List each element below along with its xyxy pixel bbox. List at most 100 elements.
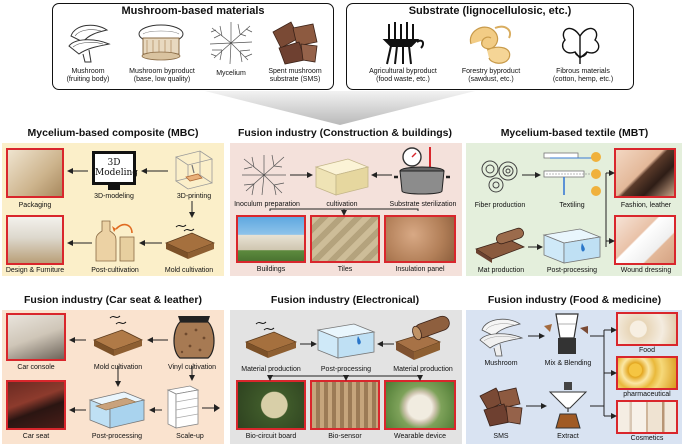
panel-construction: Inoculum preparation cultivation Substra…	[230, 143, 462, 276]
cultivation-block-icon	[314, 158, 370, 196]
material-block-log-icon	[394, 315, 450, 360]
extract-flask-icon	[548, 382, 588, 429]
agricultural-byproduct-icon	[382, 22, 425, 65]
bottle-icon	[95, 220, 135, 262]
label-scale-up: Scale-up	[176, 433, 204, 440]
mold-tray-icon	[164, 224, 216, 259]
label-mat-production: Mat production	[477, 267, 525, 274]
material-label-mycelium: Mycelium	[216, 70, 246, 77]
label-3d-modeling: 3D-modeling	[94, 193, 134, 200]
mushroom-materials-box: Mushroom-based materials Mushroom(fruiti…	[52, 3, 334, 90]
label-sms-food: SMS	[493, 433, 509, 440]
label-tiles: Tiles	[337, 266, 353, 273]
label-bio-circuit-board: Bio-circuit board	[245, 433, 297, 440]
material-label-byproduct: Mushroom byproduct(base, low quality)	[129, 68, 195, 83]
fashion-leather-photo	[614, 148, 676, 198]
panel-mbt: Fiber production Textiling Fashion, leat…	[466, 143, 682, 276]
sterilization-pot-icon	[394, 147, 450, 195]
blender-icon	[544, 313, 588, 354]
cosmetics-photo	[616, 400, 678, 434]
fiber-icon	[481, 160, 518, 193]
label-inoculum: Inoculum preparation	[234, 201, 300, 208]
buildings-photo	[236, 215, 306, 263]
material-production-icon	[244, 321, 298, 358]
label-cosmetics: Cosmetics	[630, 435, 664, 442]
mbc-flow-arrows	[67, 168, 195, 246]
label-food: Food	[639, 347, 655, 354]
label-3d-printing: 3D-printing	[176, 193, 212, 200]
mold-cultivation-icon	[92, 315, 144, 356]
panel-mbc: Packaging Design & Furniture 3D Modeling…	[2, 143, 224, 276]
monitor-stand	[108, 185, 120, 190]
label-post-cultivation: Post-cultivation	[91, 267, 139, 274]
convergence-arrow	[205, 91, 475, 125]
label-extract: Extract	[557, 433, 579, 440]
panel-electronics: Material production Post-processing Mate…	[230, 310, 462, 444]
car-seat-photo	[6, 380, 66, 430]
mushroom-materials-title: Mushroom-based materials	[121, 5, 265, 17]
panel-title-mbt: Mycelium-based textile (MBT)	[500, 127, 649, 139]
panel-food: Mushroom Mix & Blending SMS Extract Food…	[466, 310, 682, 444]
wearable-device-photo	[384, 380, 456, 430]
label-post-processing-mbt: Post-processing	[546, 267, 598, 274]
label-design-furniture: Design & Furniture	[5, 267, 65, 274]
bio-sensor-photo	[310, 380, 380, 430]
label-insulation-panel: Insulation panel	[395, 266, 445, 273]
cotton-plant-icon	[561, 27, 600, 64]
sms-pile-icon	[479, 387, 523, 427]
forestry-byproduct-icon	[469, 25, 511, 64]
substrate-label-fibrous: Fibrous materials(cotton, hemp, etc.)	[552, 68, 614, 83]
label-wound-dressing: Wound dressing	[620, 267, 672, 274]
post-processing-tank-icon	[542, 228, 602, 264]
insulation-panel-photo	[384, 215, 456, 263]
label-fiber-production: Fiber production	[474, 202, 526, 209]
label-post-processing-car: Post-processing	[91, 433, 143, 440]
label-cultivation: cultivation	[326, 201, 358, 208]
label-car-seat: Car seat	[22, 433, 50, 440]
post-processing-tank-electronics-icon	[316, 323, 376, 359]
label-textiling: Textiling	[559, 202, 585, 209]
label-substrate-sterilization: Substrate sterilization	[389, 201, 457, 208]
design-furniture-photo	[6, 215, 64, 265]
label-buildings: Buildings	[256, 266, 286, 273]
mushroom-cluster-icon	[479, 318, 524, 357]
pharmaceutical-photo	[616, 356, 678, 390]
food-photo	[616, 312, 678, 346]
substrate-label-agri: Agricultural byproduct(food waste, etc.)	[369, 68, 437, 83]
label-mushroom-food: Mushroom	[484, 360, 518, 367]
label-packaging: Packaging	[18, 202, 52, 209]
panel-title-electronics: Fusion industry (Electronical)	[270, 294, 420, 306]
panel-car: Car console Mold cultivation Vinyl culti…	[2, 310, 224, 444]
3d-printer-icon	[175, 150, 213, 190]
label-bio-sensor: Bio-sensor	[328, 433, 362, 440]
mycelium-icon	[209, 22, 253, 65]
label-material-production-2: Material production	[393, 366, 453, 373]
mushroom-byproduct-icon	[138, 24, 184, 61]
label-car-console: Car console	[17, 364, 55, 371]
panel-title-car: Fusion industry (Car seat & leather)	[24, 294, 202, 306]
wound-dressing-photo	[614, 215, 676, 265]
panel-title-mbc: Mycelium-based composite (MBC)	[27, 127, 199, 139]
construction-flow-arrows	[269, 172, 419, 216]
label-mold-cultivation: Mold cultivation	[164, 267, 214, 274]
material-label-fruiting: Mushroom(fruiting body)	[66, 68, 110, 83]
inoculum-icon	[242, 154, 286, 196]
electronics-flow-arrows	[267, 341, 423, 381]
substrate-title: Substrate (lignocellulosic, etc.)	[408, 5, 572, 17]
panel-title-construction: Fusion industry (Construction & building…	[237, 127, 453, 139]
label-post-processing-electronics: Post-processing	[320, 366, 372, 373]
tiles-photo	[310, 215, 380, 263]
monitor-icon: 3D Modeling	[92, 151, 139, 185]
car-console-photo	[6, 313, 66, 361]
label-wearable-device: Wearable device	[393, 433, 446, 440]
label-fashion-leather: Fashion, leather	[620, 202, 672, 209]
mushroom-fruiting-body-icon	[68, 24, 111, 63]
substrate-label-forestry: Forestry byproduct(sawdust, etc.)	[461, 68, 521, 83]
label-material-production-1: Material production	[241, 366, 301, 373]
monitor-text: 3D Modeling	[95, 158, 139, 178]
label-pharmaceutical: pharmaceutical	[623, 391, 671, 398]
sms-icon	[272, 21, 318, 65]
car-flow-arrows	[69, 337, 195, 413]
panel-title-food: Fusion industry (Food & medicine)	[487, 294, 662, 306]
